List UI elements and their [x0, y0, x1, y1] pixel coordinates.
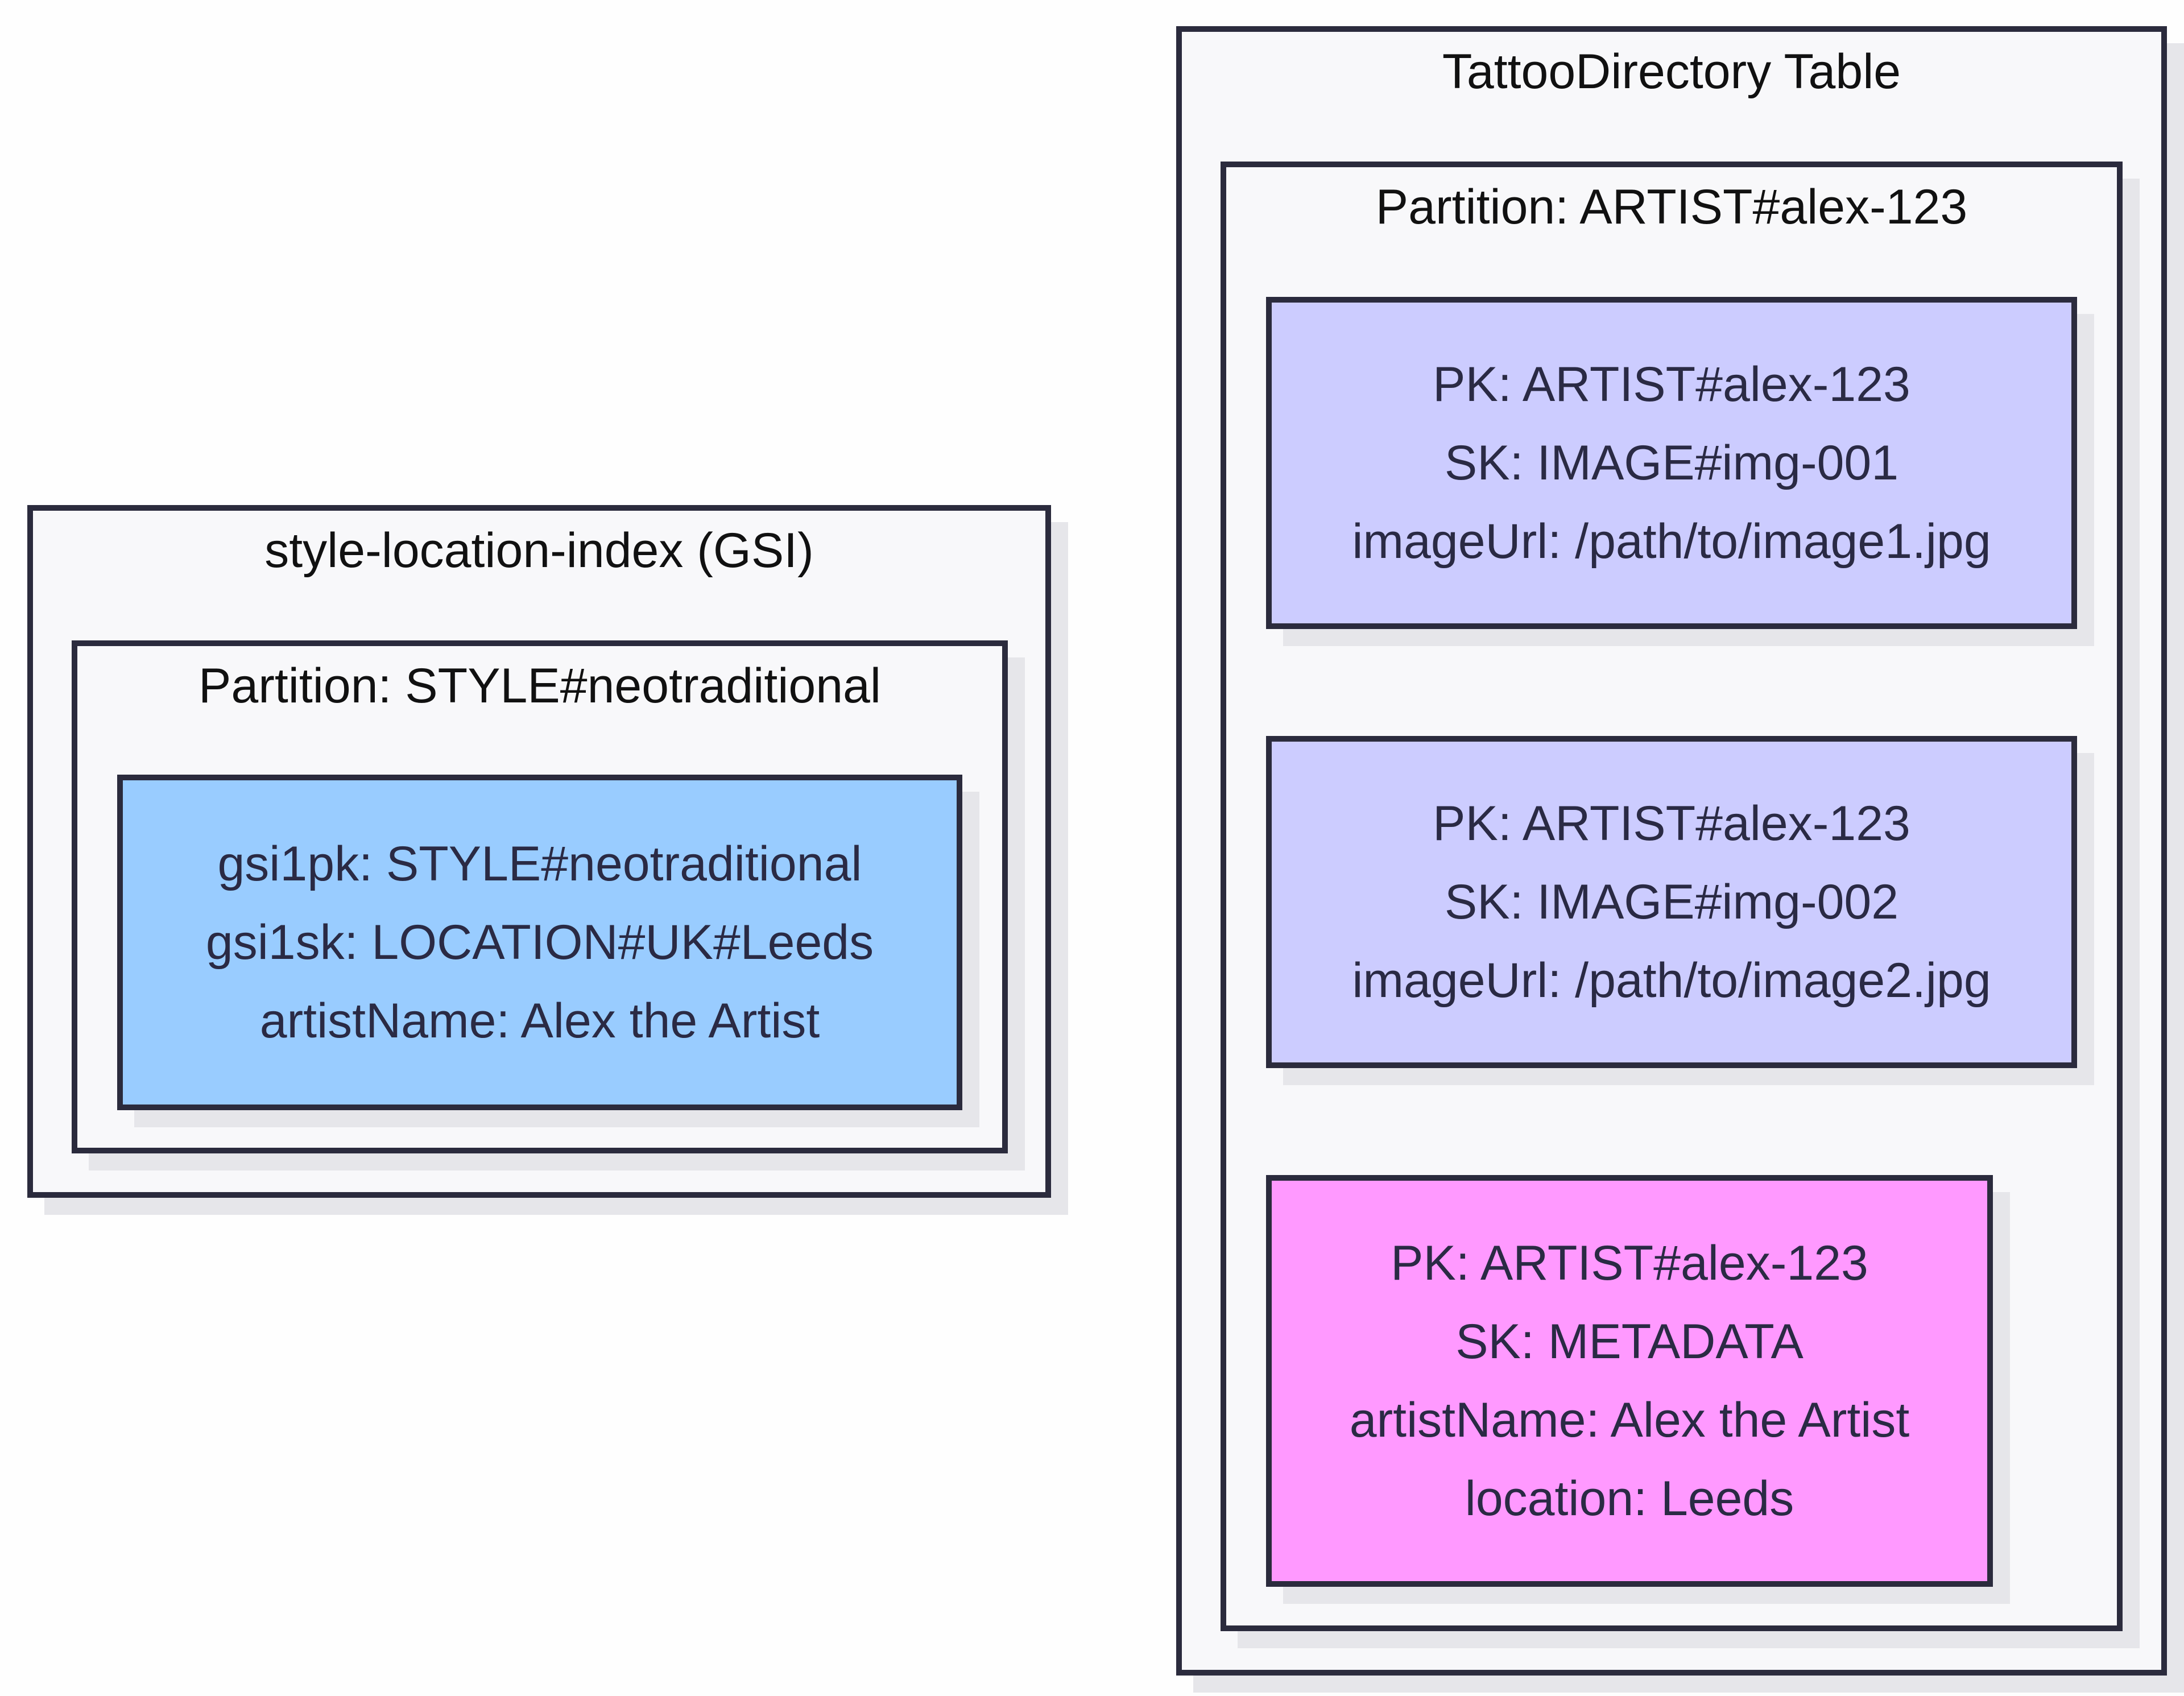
item-line: location: Leeds [1465, 1471, 1794, 1526]
metadata-item-node: PK: ARTIST#alex-123 SK: METADATA artistN… [1266, 1175, 1993, 1587]
gsi-partition-title: Partition: STYLE#neotraditional [198, 659, 881, 713]
item-line: SK: IMAGE#img-001 [1444, 436, 1899, 490]
item-line: imageUrl: /path/to/image1.jpg [1352, 514, 1991, 569]
item-line: SK: METADATA [1455, 1314, 1804, 1369]
table-title: TattooDirectory Table [1442, 44, 1901, 99]
gsi-item-node: gsi1pk: STYLE#neotraditional gsi1sk: LOC… [117, 775, 962, 1110]
gsi-item-line: artistName: Alex the Artist [259, 994, 820, 1048]
item-line: PK: ARTIST#alex-123 [1433, 357, 1910, 412]
gsi-title: style-location-index (GSI) [264, 523, 814, 578]
image-item-node: PK: ARTIST#alex-123 SK: IMAGE#img-002 im… [1266, 736, 2077, 1068]
gsi-item-line: gsi1sk: LOCATION#UK#Leeds [205, 915, 874, 970]
gsi-item-line: gsi1pk: STYLE#neotraditional [217, 837, 862, 891]
item-line: PK: ARTIST#alex-123 [1391, 1236, 1868, 1290]
table-partition-title: Partition: ARTIST#alex-123 [1375, 180, 1968, 234]
item-line: artistName: Alex the Artist [1349, 1393, 1910, 1447]
item-line: PK: ARTIST#alex-123 [1433, 796, 1910, 851]
item-line: SK: IMAGE#img-002 [1444, 875, 1899, 929]
image-item-node: PK: ARTIST#alex-123 SK: IMAGE#img-001 im… [1266, 297, 2077, 629]
item-line: imageUrl: /path/to/image2.jpg [1352, 953, 1991, 1008]
